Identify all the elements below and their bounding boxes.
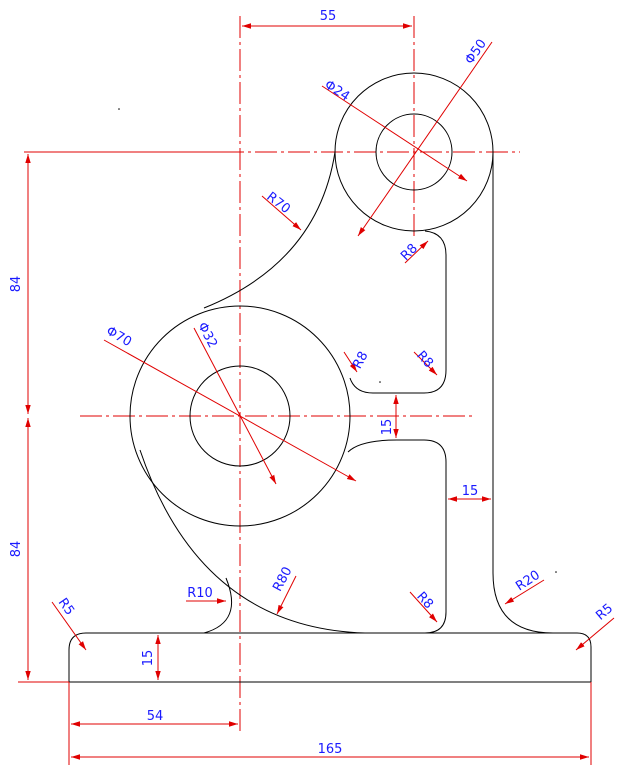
r70-arc: [203, 151, 336, 309]
r80-arc: [139, 449, 366, 634]
top-inner-circle: [375, 113, 453, 191]
phi70-label: Φ70: [103, 324, 134, 350]
r8-bottom-label: R8: [413, 589, 436, 612]
phi50-leader: [357, 41, 493, 237]
r10-fillet: [203, 577, 233, 634]
dimension-labels: 55 84 84 54 165 15 15 15 Φ50 Φ24 Φ70 Φ32…: [9, 9, 616, 757]
main-inner-circle: [189, 365, 291, 467]
dim-rib-15-label: 15: [462, 484, 479, 499]
main-outer-circle: [129, 305, 351, 527]
dim-165-label: 165: [318, 742, 343, 757]
phi32-leader: [193, 327, 277, 485]
part-outline: [68, 72, 592, 683]
drawing-specks: [118, 108, 557, 573]
r80-leader: [276, 575, 297, 615]
dim-55-label: 55: [320, 9, 337, 24]
r20-leader: [504, 579, 545, 605]
dimension-lines: [18, 23, 615, 765]
right-rib: [492, 152, 554, 634]
r5-left-leader: [51, 601, 87, 651]
r8-slot-right-leader: [413, 351, 438, 376]
lower-slot-profile: [347, 439, 447, 634]
phi50-label: Φ50: [462, 37, 490, 68]
r8-top-leader: [404, 240, 429, 264]
r8-bottom-leader: [409, 591, 438, 623]
upper-slot-profile: [349, 230, 447, 394]
r8-slot-right-label: R8: [413, 348, 436, 371]
dim-base-15-label: 15: [141, 650, 156, 667]
dim-84-lower-label: 84: [9, 541, 24, 558]
r5-left-label: R5: [55, 596, 77, 619]
r8-slot-left-leader: [343, 351, 358, 373]
r80-label: R80: [270, 565, 295, 595]
r8-top-label: R8: [398, 241, 421, 264]
r70-leader: [261, 195, 302, 231]
r5-right-leader: [575, 617, 615, 651]
r10-label: R10: [187, 586, 213, 601]
r8-slot-left-label: R8: [350, 349, 371, 371]
dim-84-upper-label: 84: [9, 276, 24, 293]
dim-54-label: 54: [147, 709, 164, 724]
r70-label: R70: [263, 189, 292, 217]
phi24-leader: [321, 85, 468, 182]
dim-slot-15-label: 15: [380, 419, 395, 436]
phi24-label: Φ24: [322, 77, 353, 104]
r5-right-label: R5: [593, 601, 616, 624]
phi70-leader: [103, 339, 357, 482]
